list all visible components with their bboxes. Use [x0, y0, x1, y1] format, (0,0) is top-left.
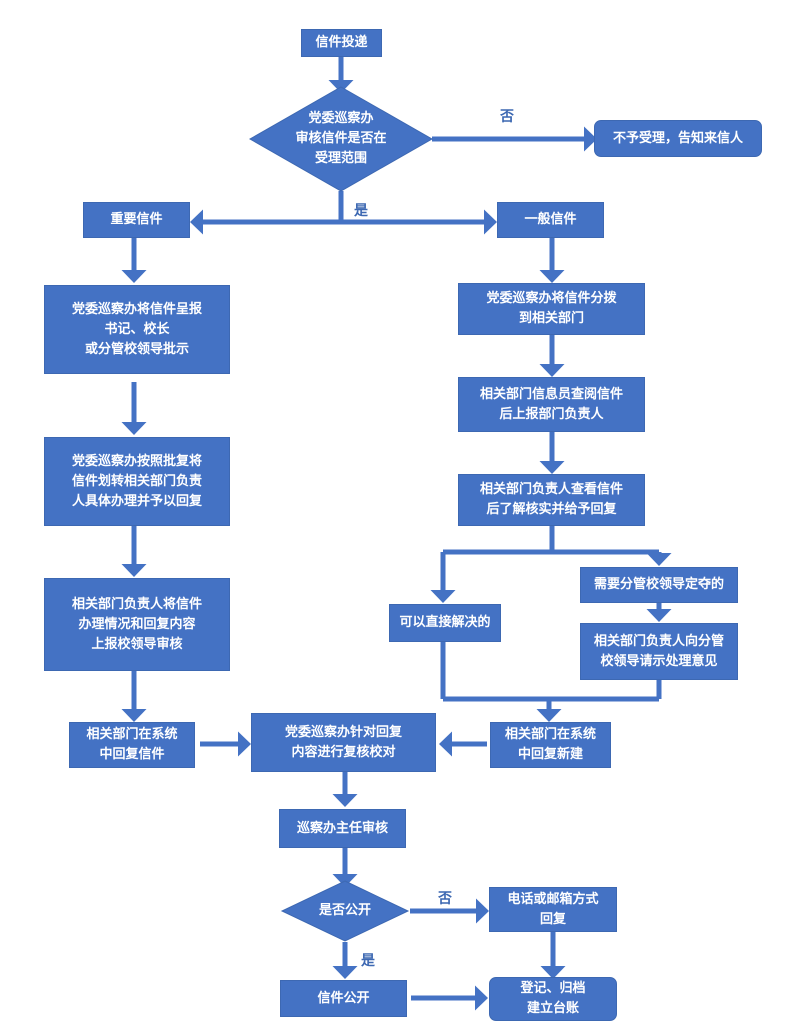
node-letter-delivery: 信件投递	[301, 29, 382, 57]
edge-label-yes-2: 是	[361, 953, 375, 969]
node-letter-public: 信件公开	[280, 980, 407, 1017]
decision-diamond-review-scope	[248, 86, 434, 192]
node-dept-info-officer: 相关部门信息员查阅信件 后上报部门负责人	[458, 377, 645, 432]
node-director-review: 巡察办主任审核	[279, 809, 406, 848]
node-phone-email-reply: 电话或邮箱方式 回复	[489, 887, 617, 932]
node-transfer-per-reply: 党委巡察办按照批复将 信件划转相关部门负责 人具体办理并予以回复	[44, 437, 230, 526]
node-dept-head-ask-leader: 相关部门负责人向分管 校领导请示处理意见	[580, 623, 738, 680]
node-important-letter: 重要信件	[83, 202, 190, 238]
node-report-to-leaders: 党委巡察办将信件呈报 书记、校长 或分管校领导批示	[44, 285, 230, 374]
node-can-resolve-directly: 可以直接解决的	[389, 604, 501, 642]
node-dept-head-report-left: 相关部门负责人将信件 办理情况和回复内容 上报校领导审核	[44, 578, 230, 671]
edge-label-no-1: 否	[500, 109, 514, 125]
node-distribute-to-dept: 党委巡察办将信件分拨 到相关部门	[458, 283, 645, 335]
node-not-accepted: 不予受理，告知来信人	[594, 120, 762, 157]
node-office-recheck: 党委巡察办针对回复 内容进行复核校对	[251, 713, 436, 772]
edge-label-yes-1: 是	[354, 203, 368, 219]
edge-label-no-2: 否	[438, 891, 452, 907]
node-make-public-text: 是否公开	[318, 903, 371, 918]
node-dept-reply-new: 相关部门在系统 中回复新建	[490, 722, 611, 768]
node-register-archive: 登记、归档 建立台账	[489, 977, 617, 1021]
node-review-scope-text: 党委巡察办 审核信件是否在 受理范围	[295, 111, 387, 166]
node-need-leader-decision: 需要分管校领导定夺的	[580, 567, 738, 603]
node-general-letter: 一般信件	[497, 202, 604, 238]
node-dept-reply-in-system: 相关部门在系统 中回复信件	[69, 722, 195, 768]
node-dept-head-check: 相关部门负责人查看信件 后了解核实并给予回复	[458, 474, 645, 526]
decision-diamond-make-public	[280, 880, 410, 942]
